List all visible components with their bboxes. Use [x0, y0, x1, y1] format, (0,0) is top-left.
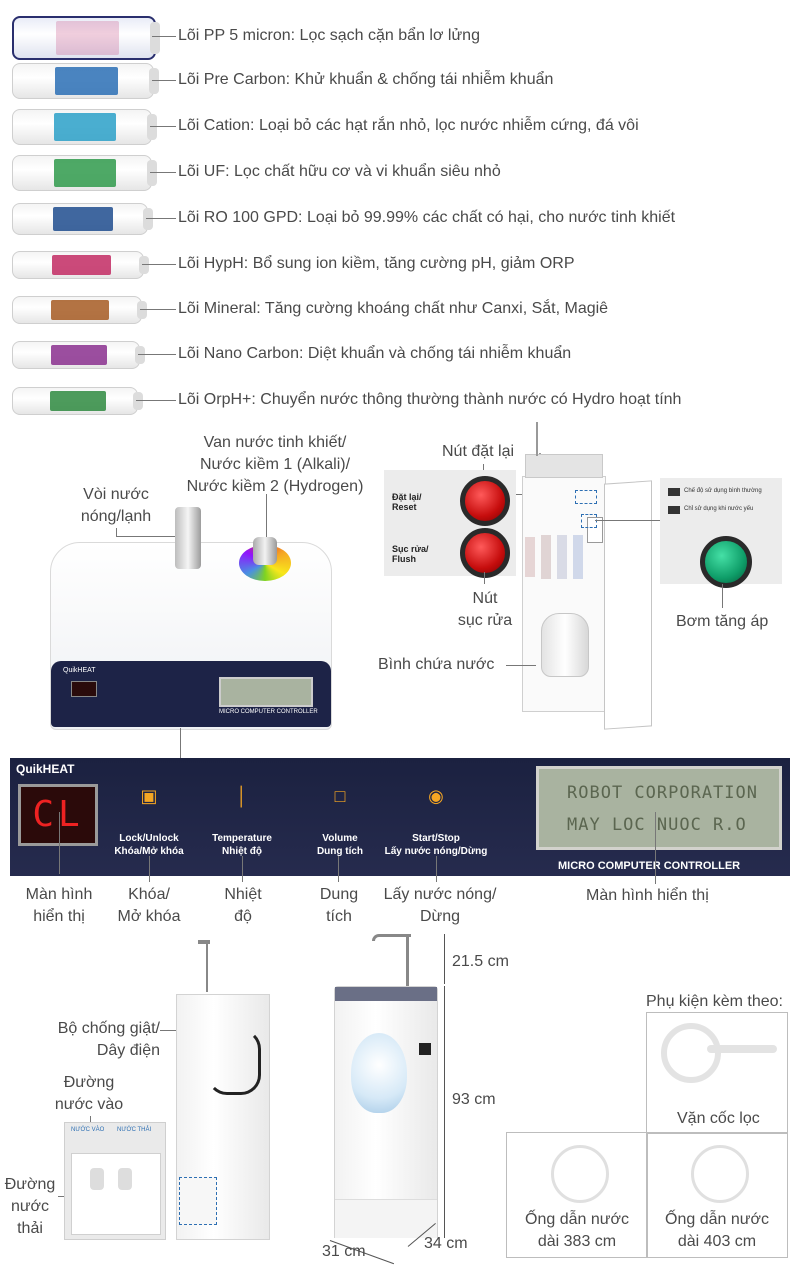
filter-label: Lõi RO 100 GPD: Loại bỏ 99.99% các chất …: [178, 209, 676, 226]
faucet-label: Vòi nước nóng/lạnh: [80, 486, 152, 525]
tube-coil-icon: [691, 1145, 749, 1203]
machine-top-view: QuikHEAT MICRO COMPUTER CONTROLLER: [50, 507, 332, 730]
accessory-tube-2: Ống dẫn nước dài 403 cm: [646, 1132, 788, 1258]
water-tank: [541, 613, 589, 677]
flush-button[interactable]: [460, 528, 510, 578]
filter-row: Lõi Nano Carbon: Diệt khuẩn và chống tái…: [0, 332, 800, 378]
callout-screen-left: Màn hình hiển thị: [25, 886, 93, 925]
panel-button-label: Lock/Unlock Khóa/Mở khóa: [114, 833, 184, 857]
filter-cartridge-icon: [12, 16, 160, 60]
filter-label: Lõi Nano Carbon: Diệt khuẩn và chống tái…: [178, 345, 572, 362]
flush-label: Nút sục rửa: [457, 590, 513, 629]
hot-cup-icon[interactable]: ◉: [428, 786, 444, 806]
panel-button-label: Start/Stop Lấy nước nóng/Dừng: [384, 833, 488, 857]
cup-icon[interactable]: □: [334, 786, 346, 806]
filter-cartridge-icon: [12, 387, 143, 415]
callout-volume: Dung tích: [319, 886, 359, 925]
accessory-tube-1: Ống dẫn nước dài 383 cm: [506, 1132, 648, 1258]
pump-label: Bơm tăng áp: [676, 613, 769, 630]
reset-label: Nút đặt lại: [442, 443, 515, 460]
filter-cartridge-icon: [12, 296, 147, 324]
wrench-label: Vặn cốc lọc: [677, 1110, 760, 1127]
filter-cartridge-icon: [12, 109, 157, 145]
panel-brand: QuikHEAT: [16, 762, 75, 776]
filter-label: Lõi Mineral: Tăng cường khoáng chất như …: [178, 300, 609, 317]
inlet-small: NƯỚC VÀO: [71, 1127, 105, 1133]
dim-height: 93 cm: [452, 1091, 496, 1108]
filter-cartridge-icon: [12, 251, 149, 279]
callout-lock: Khóa/ Mở khóa: [117, 886, 181, 925]
pump-switch[interactable]: [700, 536, 752, 588]
cabinet-interior: [522, 453, 606, 712]
panel-button-label: Volume Dung tích: [316, 833, 364, 857]
accessories-title: Phụ kiện kèm theo:: [646, 993, 783, 1010]
front-view-machine: [334, 986, 438, 1238]
filter-cartridge-icon: [12, 203, 153, 235]
pump-note-2: Chỉ sử dụng khi nước yếu: [684, 506, 754, 512]
filter-label: Lõi HypH: Bổ sung ion kiềm, tăng cường p…: [178, 255, 575, 272]
filter-row: Lõi Cation: Loại bỏ các hạt rắn nhỏ, lọc…: [0, 104, 800, 150]
lcd-line-2: MAY LOC NUOC R.O: [567, 815, 747, 835]
flush-small-label: Sục rửa/ Flush: [392, 544, 429, 564]
dim-top: 21.5 cm: [452, 953, 509, 970]
filter-cartridge-icon: [12, 155, 157, 191]
power-cord: [207, 1029, 261, 1095]
filter-label: Lõi OrpH+: Chuyển nước thông thường thàn…: [178, 391, 682, 408]
lock-icon[interactable]: ▣: [140, 786, 158, 806]
callout-start: Lấy nước nóng/ Dừng: [383, 886, 497, 925]
mini-controller: MICRO COMPUTER CONTROLLER: [219, 709, 318, 715]
tank-label: Bình chứa nước: [378, 656, 495, 673]
filter-row: Lõi RO 100 GPD: Loại bỏ 99.99% các chất …: [0, 196, 800, 242]
panel-controller: MICRO COMPUTER CONTROLLER: [558, 860, 741, 872]
filter-row: Lõi UF: Lọc chất hữu cơ và vi khuẩn siêu…: [0, 150, 800, 196]
lcd-screen: ROBOT CORPORATION MAY LOC NUOC R.O: [536, 766, 782, 850]
filter-row: Lõi OrpH+: Chuyển nước thông thường thàn…: [0, 378, 800, 424]
inlet-outlet-zoom: NƯỚC VÀO NƯỚC THẢI: [64, 1122, 166, 1240]
lcd-line-1: ROBOT CORPORATION: [567, 783, 758, 803]
mini-brand: QuikHEAT: [63, 667, 96, 674]
outlet-label: Đường nước thải: [4, 1176, 56, 1237]
valve-label: Van nước tinh khiết/ Nước kiềm 1 (Alkali…: [186, 434, 364, 495]
thermometer-icon[interactable]: │: [236, 786, 248, 806]
accessory-wrench: Vặn cốc lọc: [646, 1012, 788, 1134]
filter-row: Lõi HypH: Bổ sung ion kiềm, tăng cường p…: [0, 242, 800, 288]
water-valve-knob[interactable]: [239, 537, 291, 581]
reset-flush-panel: Đặt lại/ Reset Sục rửa/ Flush: [384, 470, 516, 578]
cabinet-door: [604, 480, 652, 730]
filter-row: Lõi PP 5 micron: Lọc sạch cặn bẩn lơ lửn…: [0, 14, 800, 60]
filter-row: Lõi Pre Carbon: Khử khuẩn & chống tái nh…: [0, 58, 800, 104]
filter-row: Lõi Mineral: Tăng cường khoáng chất như …: [0, 287, 800, 333]
pump-panel: Chế độ sử dụng bình thường Chỉ sử dụng k…: [660, 478, 782, 588]
hot-cold-faucet: [175, 507, 201, 569]
wrench-icon: [661, 1023, 721, 1083]
filter-label: Lõi PP 5 micron: Lọc sạch cặn bẩn lơ lửn…: [178, 27, 480, 44]
outlet-small: NƯỚC THẢI: [117, 1127, 152, 1133]
dim-width: 31 cm: [322, 1243, 366, 1260]
filter-cartridge-icon: [12, 341, 145, 369]
control-panel: QuikHEAT CL ▣ Lock/Unlock Khóa/Mở khóa │ Te…: [10, 758, 790, 876]
anti-shock-label: Bộ chống giật/ Dây điện: [57, 1020, 160, 1059]
panel-button-label: Temperature Nhiệt độ: [212, 833, 272, 857]
pump-note-1: Chế độ sử dụng bình thường: [684, 488, 762, 494]
led-display: CL: [18, 784, 98, 846]
side-view-machine: [176, 994, 270, 1240]
reset-button[interactable]: [460, 476, 510, 526]
reset-small-label: Đặt lại/ Reset: [392, 492, 422, 512]
callout-temp: Nhiệt độ: [224, 886, 262, 925]
inlet-label: Đường nước vào: [54, 1074, 124, 1113]
callout-screen-right: Màn hình hiển thị: [586, 887, 709, 904]
tube2-label: Ống dẫn nước dài 403 cm: [665, 1211, 769, 1250]
tube-coil-icon: [551, 1145, 609, 1203]
filter-cartridge-icon: [12, 63, 159, 99]
filter-label: Lõi Cation: Loại bỏ các hạt rắn nhỏ, lọc…: [178, 117, 639, 134]
filter-label: Lõi UF: Lọc chất hữu cơ và vi khuẩn siêu…: [178, 163, 501, 180]
filter-label: Lõi Pre Carbon: Khử khuẩn & chống tái nh…: [178, 71, 554, 88]
tube1-label: Ống dẫn nước dài 383 cm: [525, 1211, 629, 1250]
dim-depth: 34 cm: [424, 1235, 468, 1252]
